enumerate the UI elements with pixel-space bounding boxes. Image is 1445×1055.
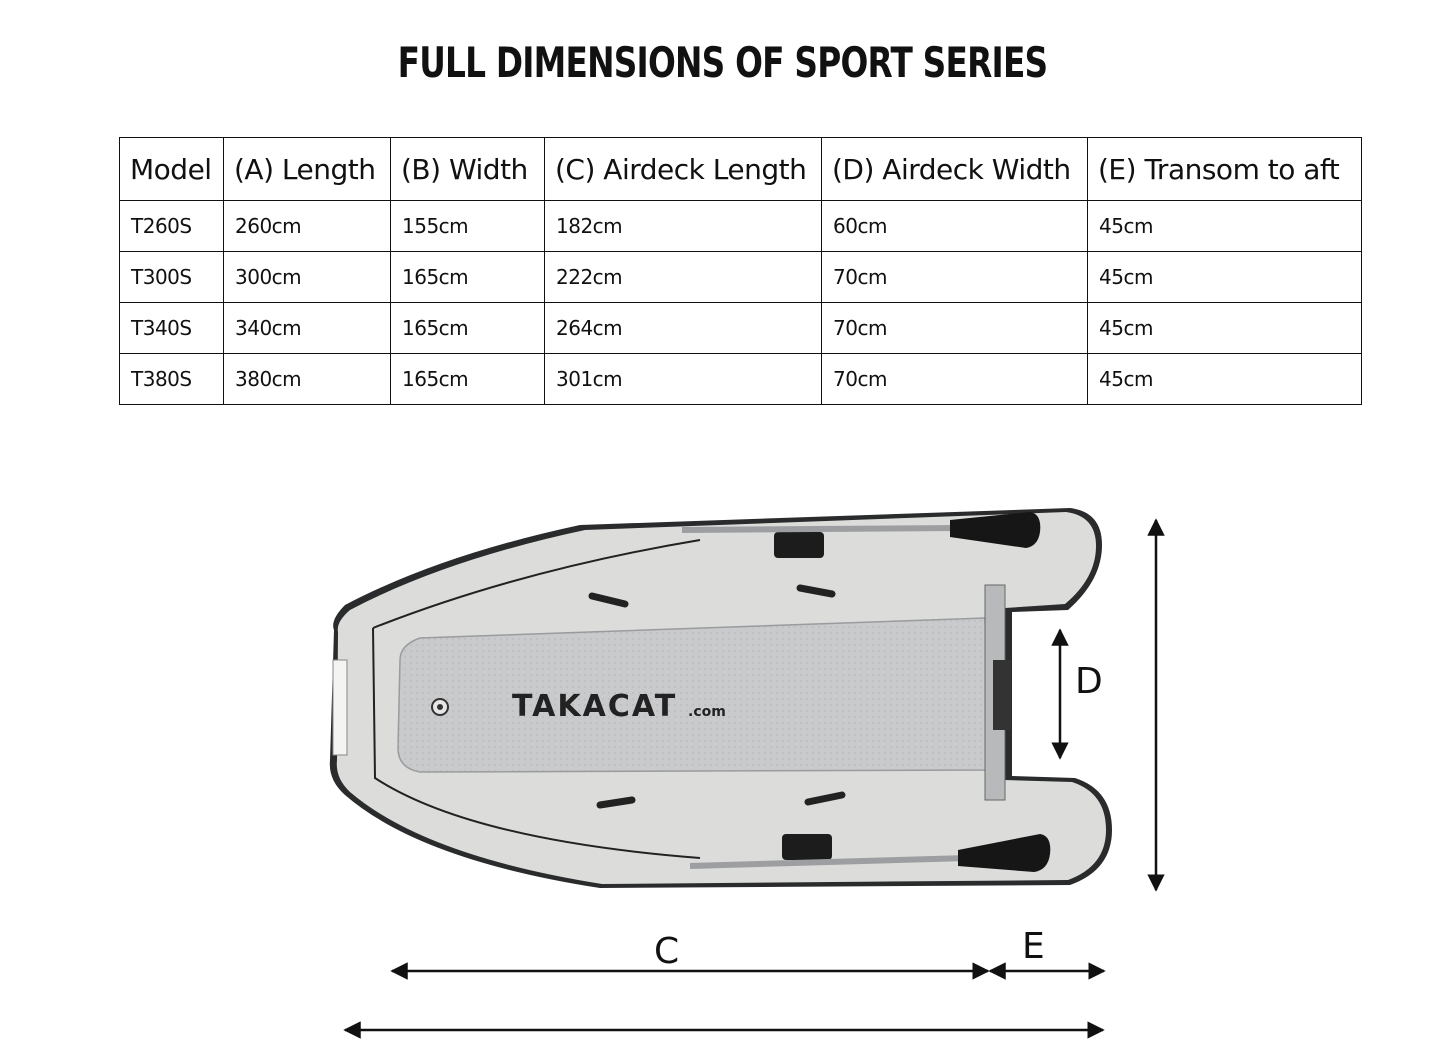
dimension-marks: D C E: [343, 518, 1165, 1039]
column-header-length: (A) Length: [223, 137, 391, 201]
deck-brand-logo: TAKACAT: [512, 689, 677, 724]
cell-width: 165cm: [390, 251, 545, 303]
lifeline-rope: [372, 539, 701, 859]
cell-airdeck-length: 301cm: [544, 353, 822, 405]
oar-blade-icon: [958, 834, 1051, 872]
cell-transom-to-aft: 45cm: [1087, 251, 1362, 303]
cell-length: 340cm: [223, 302, 391, 354]
column-header-model: Model: [119, 137, 224, 201]
handle-icon: [588, 592, 629, 608]
cell-length: 380cm: [223, 353, 391, 405]
table-row: T300S 300cm 165cm 222cm 70cm 45cm: [119, 251, 1362, 303]
bow-logo-patch: [332, 659, 348, 756]
table-row: T260S 260cm 155cm 182cm 60cm 45cm: [119, 200, 1362, 252]
cell-airdeck-length: 264cm: [544, 302, 822, 354]
dimensions-table: Model (A) Length (B) Width (C) Airdeck L…: [119, 137, 1362, 405]
cell-model: T300S: [119, 251, 224, 303]
cell-transom-to-aft: 45cm: [1087, 353, 1362, 405]
handle-icon: [596, 796, 636, 809]
handle-icon: [804, 791, 846, 806]
cell-airdeck-width: 60cm: [821, 200, 1088, 252]
oar-shaft: [681, 525, 961, 533]
deck-brand-suffix: .com: [688, 704, 726, 720]
table-row: T380S 380cm 165cm 301cm 70cm 45cm: [119, 353, 1362, 405]
cell-airdeck-width: 70cm: [821, 302, 1088, 354]
oarlock-icon: [782, 834, 832, 860]
cell-width: 165cm: [390, 302, 545, 354]
label-d: D: [1075, 661, 1103, 702]
airdeck: [397, 617, 991, 773]
cell-model: T260S: [119, 200, 224, 252]
oar-blade-icon: [950, 512, 1041, 548]
oarlock-icon: [774, 532, 824, 558]
oar-shaft: [689, 855, 969, 869]
column-header-airdeck-width: (D) Airdeck Width: [821, 137, 1088, 201]
table-header-row: Model (A) Length (B) Width (C) Airdeck L…: [119, 137, 1362, 201]
column-header-transom-to-aft: (E) Transom to aft: [1087, 137, 1362, 201]
column-header-airdeck-length: (C) Airdeck Length: [544, 137, 822, 201]
cell-model: T380S: [119, 353, 224, 405]
cell-length: 260cm: [223, 200, 391, 252]
cell-airdeck-width: 70cm: [821, 251, 1088, 303]
handle-icon: [796, 584, 836, 598]
cell-transom-to-aft: 45cm: [1087, 200, 1362, 252]
label-e: E: [1022, 926, 1045, 967]
table-row: T340S 340cm 165cm 264cm 70cm 45cm: [119, 302, 1362, 354]
cell-width: 165cm: [390, 353, 545, 405]
cell-width: 155cm: [390, 200, 545, 252]
label-c: C: [654, 931, 679, 972]
cell-airdeck-width: 70cm: [821, 353, 1088, 405]
cell-model: T340S: [119, 302, 224, 354]
cell-airdeck-length: 182cm: [544, 200, 822, 252]
cell-transom-to-aft: 45cm: [1087, 302, 1362, 354]
boat-dimension-diagram: TAKACAT .com D C E: [329, 508, 1165, 1039]
column-header-width: (B) Width: [390, 137, 545, 201]
cell-airdeck-length: 222cm: [544, 251, 822, 303]
cell-length: 300cm: [223, 251, 391, 303]
page-title: FULL DIMENSIONS OF SPORT SERIES: [397, 38, 1049, 87]
boat-illustration: TAKACAT .com: [329, 508, 1113, 888]
transom-handle: [993, 660, 1011, 730]
